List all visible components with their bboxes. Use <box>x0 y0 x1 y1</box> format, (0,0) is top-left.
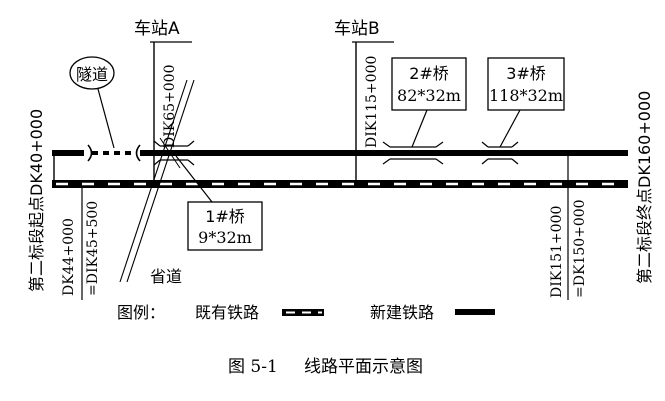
bridge-2-marker <box>382 109 444 165</box>
bridge-1-marker <box>153 140 213 203</box>
tunnel-callout: 隧道 <box>69 56 115 149</box>
provincial-road-label: 省道 <box>150 267 182 286</box>
section-end-label: 第二标段终点DK160+000 <box>635 91 654 284</box>
bridge-3-span: 118*32m <box>489 86 563 105</box>
legend: 图例： 既有铁路 新建铁路 <box>117 303 495 322</box>
provincial-road <box>119 79 195 283</box>
bridge-3-name: 3#桥 <box>506 64 546 83</box>
figure-caption: 图 5-1 线路平面示意图 <box>228 357 423 377</box>
bridge-1-span: 9*32m <box>198 228 252 247</box>
bridge-2-label: 2#桥 82*32m <box>391 57 467 111</box>
section-start-label: 第二标段起点DK40+000 <box>27 109 46 292</box>
caption-text: 线路平面示意图 <box>304 357 423 377</box>
bridge-2-name: 2#桥 <box>409 64 449 83</box>
legend-title: 图例： <box>117 303 165 322</box>
dik115-chainage: DIK115+000 <box>364 56 380 148</box>
legend-existing-symbol <box>282 309 324 316</box>
bridge-3-marker <box>481 109 521 165</box>
caption-number: 图 5-1 <box>228 357 278 377</box>
bridge-1-name: 1#桥 <box>205 207 245 226</box>
dk150-chainage: =DK150+000 <box>572 199 588 298</box>
dik65-chainage: DIK65+000 <box>162 65 178 148</box>
station-a-label: 车站A <box>134 19 180 39</box>
station-b: 车站B <box>334 19 394 182</box>
station-b-label: 车站B <box>334 19 380 39</box>
dik151-chainage: DIK151+000 <box>549 206 565 298</box>
dk44-chainage: DK44+000 <box>61 218 77 296</box>
legend-new-label: 新建铁路 <box>370 303 434 322</box>
tunnel-marker <box>84 144 141 162</box>
tunnel-label: 隧道 <box>76 65 108 84</box>
bridge-3-label: 3#桥 118*32m <box>487 57 565 111</box>
dik45-chainage: =DIK45+500 <box>85 201 101 296</box>
existing-railway-line <box>52 180 628 188</box>
legend-existing-label: 既有铁路 <box>195 303 259 322</box>
bridge-1-label: 1#桥 9*32m <box>187 201 263 251</box>
station-a: 车站A <box>134 19 192 182</box>
bridge-2-span: 82*32m <box>397 86 461 105</box>
new-railway-line <box>52 150 628 156</box>
legend-new-symbol <box>455 309 495 315</box>
